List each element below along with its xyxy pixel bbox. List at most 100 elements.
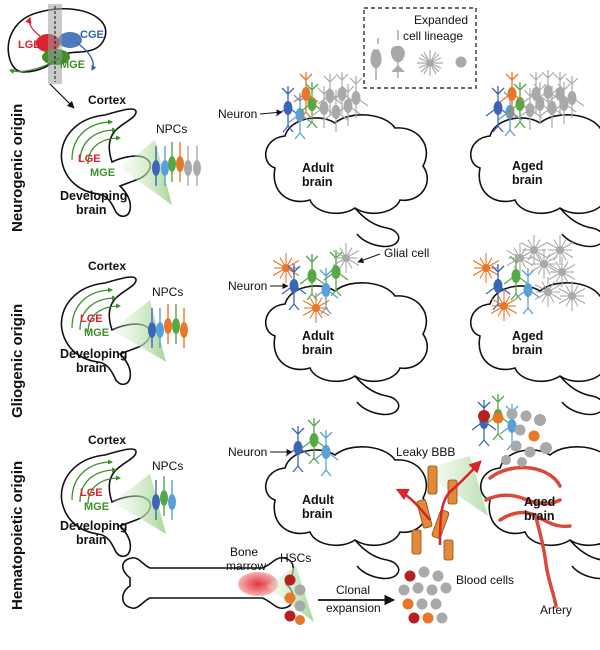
gray-neuron-icon xyxy=(329,72,355,114)
npc-cluster-3 xyxy=(152,476,176,520)
gray-neuron-icon xyxy=(343,76,369,118)
legend-title-line1: Expanded xyxy=(414,13,468,27)
mge-label-2: MGE xyxy=(84,327,109,339)
adult-label-1b: brain xyxy=(302,175,333,189)
legend-box: Expanded cell lineage xyxy=(363,7,477,89)
aged-label-1b: brain xyxy=(512,173,543,187)
aged-label-1a: Aged xyxy=(512,159,543,173)
glia-cell-icon xyxy=(530,249,558,279)
row-neurogenic: Cortex LGE MGE Developing brain NPCs Adu… xyxy=(60,70,600,248)
neuron-label-3: Neuron xyxy=(228,445,267,459)
developing-brain-1 xyxy=(60,108,152,218)
lge-label-2: LGE xyxy=(80,313,103,325)
cell-cluster-aged-2 xyxy=(472,235,586,321)
glia-cell-icon xyxy=(558,281,586,311)
neuron-cell-icon xyxy=(293,72,319,119)
adult-label-3a: Adult xyxy=(302,493,335,507)
adult-brain-2 xyxy=(264,281,429,416)
cortex-label-2: Cortex xyxy=(88,259,126,273)
neuron-cell-icon xyxy=(299,254,325,301)
npcs-label-1: NPCs xyxy=(156,122,187,136)
developing-label-2b: brain xyxy=(76,361,107,375)
npc-cell-icon xyxy=(168,142,176,182)
glia-cell-icon xyxy=(490,291,518,321)
aged-label-2a: Aged xyxy=(512,329,543,343)
side-label-hematopoietic: Hematopoietic origin xyxy=(9,461,26,610)
neuron-cell-icon xyxy=(485,264,511,311)
cortex-label-1: Cortex xyxy=(88,93,126,107)
lge-label-3: LGE xyxy=(80,487,103,499)
npc-cell-icon xyxy=(161,146,169,186)
npc-cell-icon xyxy=(156,308,164,348)
neuron-cluster-adult-3 xyxy=(285,418,339,477)
developing-label-3a: Developing xyxy=(60,519,127,533)
gray-neuron-icon xyxy=(335,84,361,126)
glia-cell-icon xyxy=(472,253,500,283)
npc-cell-icon xyxy=(148,308,156,348)
neuron-label-1: Neuron xyxy=(218,107,257,121)
npc-cluster-1 xyxy=(152,142,201,186)
inset-mge-label: MGE xyxy=(60,59,85,71)
neuron-cluster-adult-1 xyxy=(275,72,369,140)
developing-label-2a: Developing xyxy=(60,347,127,361)
cone-3 xyxy=(112,474,166,534)
glial-cell-label: Glial cell xyxy=(384,246,429,260)
glia-cell-icon xyxy=(332,243,360,273)
hsc-cluster xyxy=(284,574,306,625)
npc-cell-icon xyxy=(152,146,160,186)
npc-cell-icon xyxy=(172,304,180,344)
inset-cge-label: CGE xyxy=(80,29,104,41)
side-label-gliogenic: Gliogenic origin xyxy=(9,304,26,418)
npc-cell-icon xyxy=(160,476,168,516)
gray-neuron-icon xyxy=(559,76,585,118)
glia-cell-icon xyxy=(546,235,574,265)
bone xyxy=(121,556,295,610)
blood-cells-label: Blood cells xyxy=(456,573,514,587)
adult-label-2a: Adult xyxy=(302,329,335,343)
inset-brain-section: LGE CGE MGE xyxy=(7,4,107,109)
legend-title-line2: cell lineage xyxy=(403,29,463,43)
side-label-neurogenic: Neurogenic origin xyxy=(9,104,26,232)
gray-neuron-icon xyxy=(547,72,573,114)
neuron-cell-icon xyxy=(313,430,339,477)
legend-gray-cell-icons xyxy=(370,30,467,80)
adult-label-1a: Adult xyxy=(302,161,335,175)
aged-label-3b: brain xyxy=(524,509,555,523)
blood-cell-cluster xyxy=(398,566,452,624)
row-hematopoietic: Cortex LGE MGE Developing brain NPCs Adu… xyxy=(60,394,600,625)
developing-label-1b: brain xyxy=(76,203,107,217)
gray-neuron-icon xyxy=(535,70,561,112)
blood-cells-in-brain xyxy=(478,408,552,467)
aged-label-2b: brain xyxy=(512,343,543,357)
npc-cluster-2 xyxy=(148,304,188,348)
adult-label-3b: brain xyxy=(302,507,333,521)
developing-brain-3 xyxy=(60,448,152,558)
neuron-cell-icon xyxy=(299,82,325,129)
artery-label: Artery xyxy=(540,603,572,617)
clonal-label-b: expansion xyxy=(326,601,381,615)
bone-marrow-label-b: marrow xyxy=(226,559,266,573)
mge-label-1: MGE xyxy=(90,167,115,179)
npcs-label-2: NPCs xyxy=(152,285,183,299)
developing-label-1a: Developing xyxy=(60,189,127,203)
adult-label-2b: brain xyxy=(302,343,333,357)
row-gliogenic: Cortex LGE MGE Developing brain NPCs Adu… xyxy=(60,235,600,416)
glia-cell-icon xyxy=(272,253,300,283)
clonal-label-a: Clonal xyxy=(336,583,370,597)
bone-marrow-label-a: Bone xyxy=(230,545,258,559)
npc-cell-icon xyxy=(164,304,172,344)
npc-cell-icon xyxy=(180,308,188,348)
mge-label-3: MGE xyxy=(84,501,109,513)
vessels xyxy=(484,465,572,608)
cone-1 xyxy=(120,140,172,205)
neuron-cell-icon xyxy=(497,90,523,137)
inset-cge-region xyxy=(58,32,82,48)
neuron-cell-icon xyxy=(275,86,301,133)
bone-marrow-region xyxy=(238,572,278,596)
npc-cell-icon xyxy=(168,480,176,520)
npcs-label-3: NPCs xyxy=(152,459,183,473)
npc-cell-icon xyxy=(152,480,160,520)
neuron-cell-icon xyxy=(499,72,525,119)
npc-cell-icon xyxy=(176,142,184,182)
